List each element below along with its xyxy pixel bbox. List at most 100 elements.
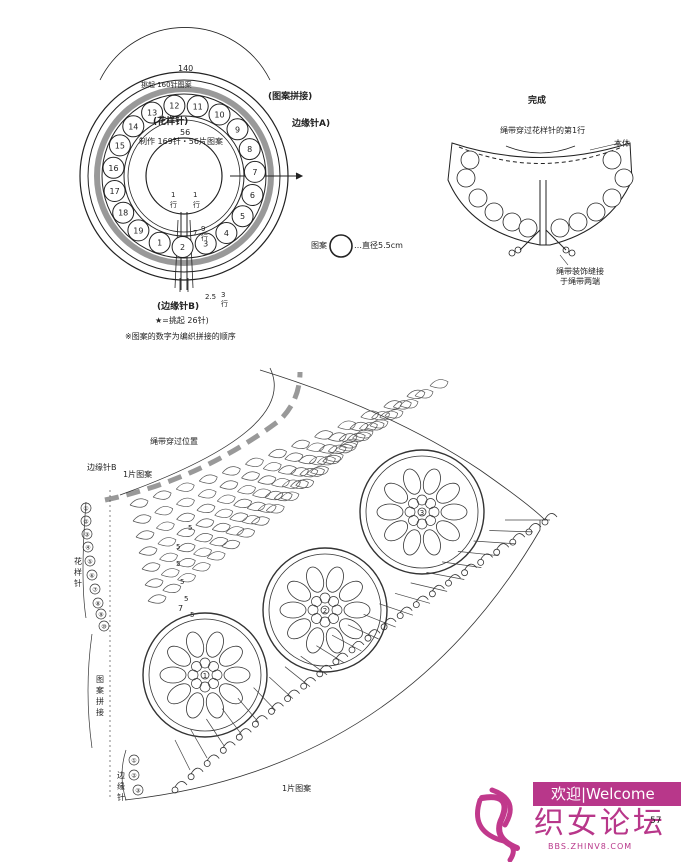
chain-loop bbox=[284, 452, 304, 462]
picot bbox=[445, 579, 452, 587]
picot bbox=[171, 786, 179, 794]
motif-petal bbox=[422, 529, 441, 556]
finished-motif bbox=[550, 218, 570, 238]
row-marker-number: ⑩ bbox=[101, 624, 106, 631]
chain-loop bbox=[414, 389, 434, 399]
watermark-swirl-icon bbox=[479, 794, 520, 851]
chain-loop bbox=[252, 488, 271, 498]
fan-line bbox=[316, 645, 345, 664]
chain-loop bbox=[349, 421, 369, 432]
chain-loop bbox=[327, 444, 347, 454]
chain-loop bbox=[306, 442, 325, 452]
small-9-row: 行 bbox=[201, 234, 208, 242]
row-marker-circle bbox=[82, 541, 94, 553]
center-number: 56 bbox=[180, 128, 191, 137]
motif-number: 4 bbox=[224, 229, 229, 238]
row-marker-circle bbox=[98, 620, 110, 632]
motif-petal bbox=[435, 520, 460, 542]
motif-petal bbox=[338, 618, 363, 640]
chain-loop bbox=[295, 478, 315, 488]
stitch-count-label: 5 bbox=[180, 578, 184, 586]
brackets bbox=[82, 501, 127, 801]
motif-circle bbox=[194, 232, 217, 255]
motif-number: 11 bbox=[193, 102, 203, 111]
picot bbox=[461, 569, 469, 577]
legend-text: …直径5.5cm bbox=[354, 241, 403, 250]
small-1-row: 行 bbox=[170, 201, 177, 209]
chain-loop bbox=[138, 546, 158, 556]
motif-petal bbox=[384, 482, 409, 504]
chain-loop bbox=[406, 389, 426, 399]
chain-loop bbox=[176, 512, 195, 522]
chain-loop bbox=[229, 512, 249, 522]
finished-motif bbox=[468, 188, 488, 208]
chain-loop bbox=[216, 494, 236, 504]
chain-loop bbox=[257, 503, 277, 513]
chain-loop bbox=[346, 433, 366, 443]
motif-chart-number: 3 bbox=[420, 509, 424, 517]
motif-petal bbox=[205, 631, 224, 658]
fan-line bbox=[410, 582, 448, 592]
motif-circle bbox=[215, 222, 238, 244]
chain-loop bbox=[265, 504, 285, 514]
chain-loop bbox=[152, 490, 172, 500]
center-desc: 制作 169针・56片图案 bbox=[139, 137, 223, 146]
picot bbox=[219, 746, 227, 754]
chain-loop bbox=[141, 562, 161, 572]
chain-loop bbox=[360, 410, 380, 420]
row-marker-circle bbox=[86, 569, 98, 581]
motif-petal bbox=[279, 601, 307, 619]
chain-loop bbox=[206, 551, 226, 561]
small-3: 3 bbox=[221, 291, 226, 299]
picot bbox=[364, 634, 372, 642]
chain-loop bbox=[384, 409, 404, 419]
stitch-chart bbox=[104, 367, 546, 801]
chain-loop bbox=[352, 431, 371, 441]
fan-line bbox=[347, 624, 379, 640]
motif-chart-number: 1 bbox=[203, 672, 207, 680]
motif-circles bbox=[102, 94, 266, 258]
chain-loop bbox=[193, 547, 212, 557]
picot-arch bbox=[496, 543, 510, 550]
small-1-right-row: 行 bbox=[193, 201, 200, 209]
pickup-label: 挑起 160针图案 bbox=[141, 81, 192, 89]
motif-center bbox=[417, 507, 427, 517]
row-marker-number: ③ bbox=[135, 788, 140, 795]
fan-line bbox=[253, 687, 276, 711]
picot-arch bbox=[351, 641, 365, 648]
chain-loop bbox=[324, 452, 344, 462]
picot-arch bbox=[544, 513, 558, 520]
chain-loop bbox=[393, 400, 412, 410]
watermark-banner: 欢迎|Welcome bbox=[533, 782, 681, 806]
finished-motif bbox=[502, 212, 522, 232]
row-marker-number: ② bbox=[131, 773, 137, 780]
chain-loop bbox=[135, 530, 155, 540]
picot bbox=[235, 733, 243, 741]
legend-label: 图案 bbox=[311, 241, 327, 250]
chain-loop bbox=[194, 533, 213, 543]
chain-loop bbox=[271, 478, 290, 488]
chain-loop bbox=[160, 568, 180, 578]
chain-loop bbox=[277, 465, 297, 475]
arrow-head bbox=[295, 172, 304, 180]
row-marker-circle bbox=[132, 784, 144, 796]
picot-arch bbox=[319, 664, 333, 672]
seven-label: 7 bbox=[178, 604, 184, 613]
motif-center bbox=[320, 605, 330, 615]
chain-loop bbox=[175, 482, 195, 492]
chain-loop bbox=[264, 490, 284, 501]
chain-loop bbox=[338, 433, 358, 443]
finished-title: 完成 bbox=[528, 96, 547, 106]
motif-petal bbox=[435, 482, 460, 504]
row-marker-circle bbox=[128, 769, 140, 781]
chain-loop bbox=[241, 515, 261, 525]
chain-loop bbox=[291, 439, 310, 449]
chain-loop bbox=[177, 573, 196, 583]
row-marker-circle bbox=[80, 515, 92, 527]
motif-petal bbox=[287, 580, 312, 602]
motif-inner-ring bbox=[148, 618, 262, 732]
finished-motif bbox=[484, 202, 504, 222]
picot-arch bbox=[480, 553, 494, 560]
chain-loop bbox=[280, 491, 300, 501]
row-marker-circle bbox=[95, 608, 107, 620]
